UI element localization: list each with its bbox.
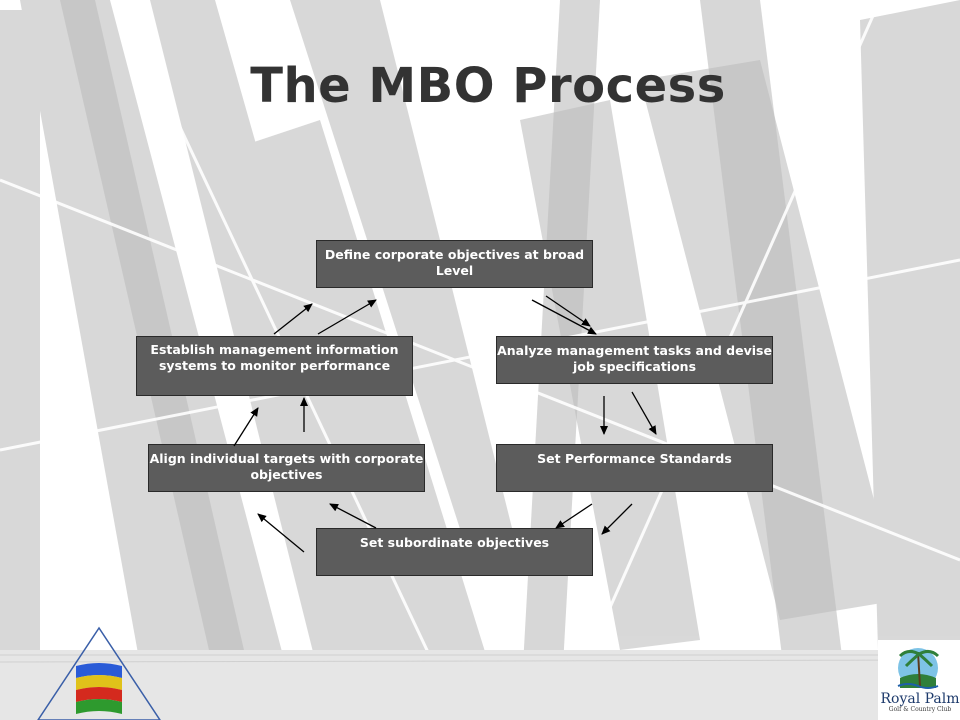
royal-palm-logo-icon (878, 640, 960, 720)
step-analyze-tasks-box: Analyze management tasks and devise job … (496, 336, 773, 384)
step-define-objectives-box: Define corporate objectives at broad Lev… (316, 240, 593, 288)
step-establish-mis-box: Establish management information systems… (136, 336, 413, 396)
royal-palm-logo-subtitle: Golf & Country Club (888, 706, 952, 713)
flag-triangle-logo (37, 626, 161, 720)
step-align-targets-box: Align individual targets with corporate … (148, 444, 425, 492)
page-title: The MBO Process (250, 58, 726, 114)
step-subordinate-objectives-box: Set subordinate objectives (316, 528, 593, 576)
step-performance-standards-box: Set Performance Standards (496, 444, 773, 492)
royal-palm-logo-name: Royal Palm (880, 691, 960, 707)
